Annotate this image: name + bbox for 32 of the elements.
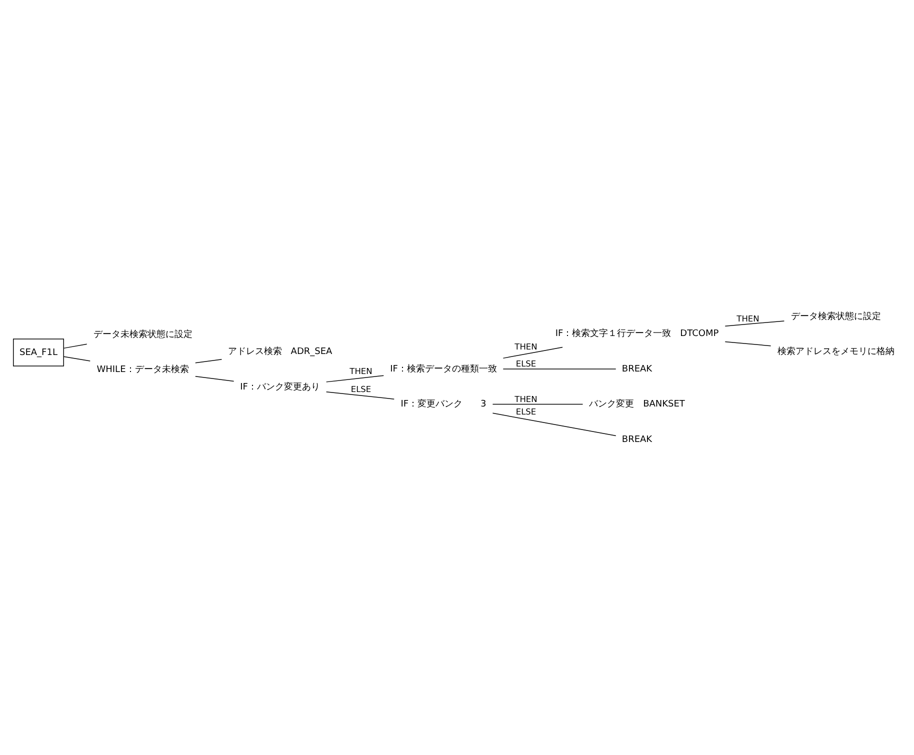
connector [724, 340, 772, 346]
node-text: データ検索状態に設定 [790, 311, 881, 322]
node-text: IF：検索データの種類一致 [390, 364, 497, 374]
connector [326, 374, 384, 382]
connector [63, 356, 90, 361]
edge-label: THEN [350, 366, 372, 376]
edge-label: THEN [514, 340, 538, 351]
node-text: IF：バンク変更あり [240, 382, 320, 392]
edge-label: ELSE [350, 384, 372, 394]
node-text: バンク変更 BANKSET [589, 399, 685, 410]
node-box: SEA_F1L [13, 338, 64, 366]
edge-label: ELSE [516, 358, 536, 368]
node-text: BREAK [622, 434, 652, 444]
node-text: アドレス検索 ADR_SEA [228, 346, 332, 357]
connector [502, 368, 616, 369]
connector [195, 375, 234, 382]
node-text: WHILE：データ未検索 [96, 364, 189, 375]
connector [502, 346, 563, 358]
edge-label: ELSE [516, 406, 536, 416]
connector [195, 358, 222, 363]
node-text: データ未検索状態に設定 [93, 329, 192, 340]
node-text: IF：検索文字１行データ一致 DTCOMP [555, 328, 719, 339]
connector [63, 343, 88, 348]
connector [724, 320, 785, 326]
node-text: 検索アドレスをメモリに格納 [777, 346, 894, 357]
connector [492, 403, 584, 404]
connector [326, 390, 395, 399]
node-text: BREAK [622, 364, 652, 374]
node-text: IF：変更バンク 3 [400, 399, 486, 410]
edge-label: THEN [736, 313, 760, 324]
connector [492, 412, 616, 436]
edge-label: THEN [514, 393, 538, 404]
